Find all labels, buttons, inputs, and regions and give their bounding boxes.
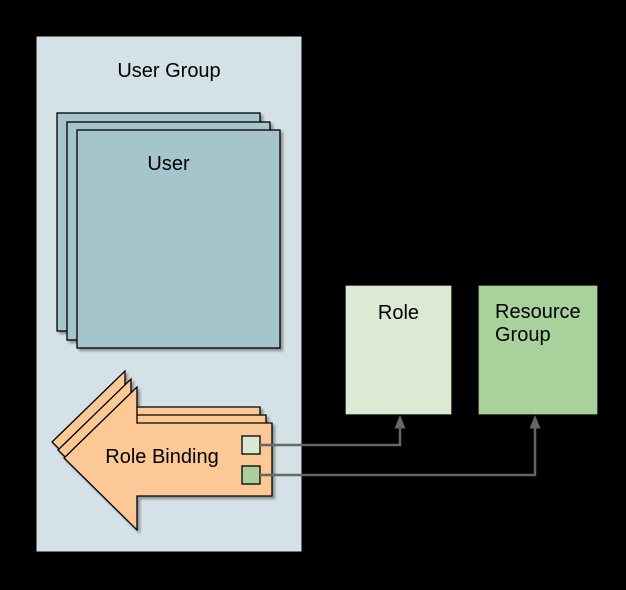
user-group-label: User Group xyxy=(117,60,221,82)
role-label: Role xyxy=(377,302,420,324)
user-node-front xyxy=(76,129,281,349)
user-label: User xyxy=(147,153,190,175)
arrowhead-to-role xyxy=(394,415,406,429)
role-binding-label: Role Binding xyxy=(105,446,219,468)
resource-group-label: Resource Group xyxy=(495,301,581,346)
arrowhead-to-resource-group xyxy=(529,415,541,429)
user-node-stack xyxy=(56,112,281,349)
role-binding-arrow-front xyxy=(63,385,273,532)
role-binding-arrow-stack xyxy=(51,369,273,532)
role-box xyxy=(344,284,453,416)
resource-group-box xyxy=(477,284,599,416)
connector-role-binding-to-role xyxy=(260,415,406,447)
connector-role-binding-to-resource-group xyxy=(260,415,541,477)
